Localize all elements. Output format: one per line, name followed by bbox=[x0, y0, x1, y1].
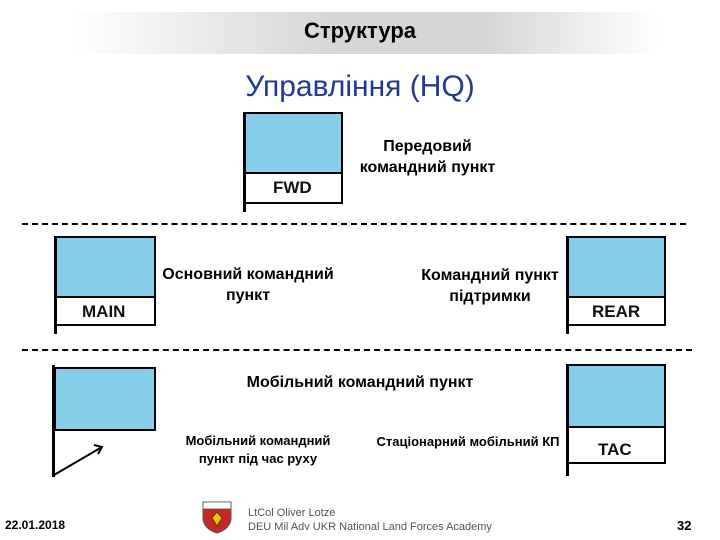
fwd-label: Передовий командний пункт bbox=[359, 138, 496, 176]
main-symbol: MAIN bbox=[54, 236, 156, 334]
mobile-label: Мобільний командний пункт під час руху bbox=[185, 433, 331, 466]
tac-code: TAC bbox=[598, 440, 632, 459]
mobile-heading: Мобільний командний пункт bbox=[246, 374, 474, 391]
rear-symbol: REAR bbox=[566, 236, 666, 334]
fwd-symbol: FWD bbox=[243, 112, 343, 212]
slide-header-title: Структура bbox=[304, 18, 416, 43]
main-label: Основний командний пункт bbox=[162, 266, 334, 304]
divider-bottom bbox=[22, 349, 692, 351]
tac-label: Стаціонарний мобільний КП bbox=[376, 434, 560, 449]
rear-code: REAR bbox=[592, 302, 641, 321]
tac-symbol: TAC bbox=[566, 364, 666, 476]
main-code: MAIN bbox=[82, 302, 126, 321]
rear-label: Командний пункт підтримки bbox=[421, 267, 559, 305]
divider-top bbox=[22, 223, 686, 225]
fwd-code: FWD bbox=[273, 178, 312, 197]
footer-author: LtCol Oliver Lotze DEU Mil Adv UKR Natio… bbox=[248, 507, 492, 533]
page-number: 32 bbox=[677, 518, 692, 533]
academy-crest-icon bbox=[202, 501, 232, 534]
mobile-symbol bbox=[52, 365, 156, 477]
movement-arrow-icon bbox=[53, 444, 104, 476]
header-band bbox=[70, 12, 660, 54]
diagram-title: Управління (HQ) bbox=[245, 70, 475, 103]
footer-date: 22.01.2018 bbox=[5, 518, 66, 532]
